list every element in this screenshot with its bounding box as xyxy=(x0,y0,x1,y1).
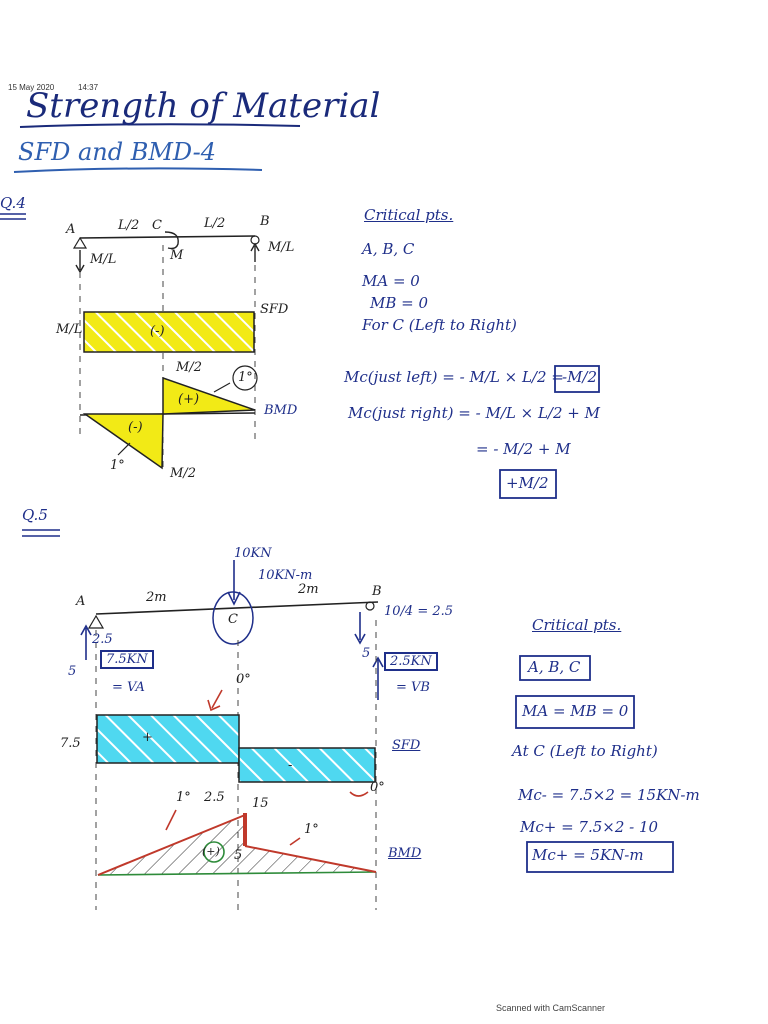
q5-sfd-degree-top: 0° xyxy=(236,672,251,687)
q4-span-left: L/2 xyxy=(118,218,140,233)
q5-notes-mc-plus-result: Mc+ = 5KN-m xyxy=(532,846,644,864)
q5-bmd xyxy=(97,809,377,876)
q4-notes-mc-left: Mc(just left) = - M/L × L/2 = xyxy=(344,368,564,386)
q5-span-right: 2m xyxy=(298,582,319,597)
q5-notes-points: A, B, C xyxy=(528,658,581,676)
q5-point-b: B xyxy=(372,584,382,599)
q5-label-underline xyxy=(22,529,60,537)
q4-notes-mb: MB = 0 xyxy=(370,294,429,312)
q4-notes-points: A, B, C xyxy=(362,240,415,258)
page-subtitle: SFD and BMD-4 xyxy=(18,138,216,166)
q4-point-c: C xyxy=(152,218,162,233)
scan-time: 14:37 xyxy=(78,83,99,92)
q4-point-b: B xyxy=(260,214,270,229)
q5-bmd-left-peak: 2.5 xyxy=(204,790,225,805)
scanner-footer: Scanned with CamScanner xyxy=(496,1003,606,1013)
q4-bmd-pos-sign: (+) xyxy=(178,392,200,407)
q5-bmd-degree-left: 1° xyxy=(176,790,191,805)
q4-bmd-bottom-value: M/2 xyxy=(170,466,196,481)
q4-reaction-a: M/L xyxy=(90,252,117,267)
q5-label: Q.5 xyxy=(22,506,48,524)
q4-moment-c: M xyxy=(170,248,184,263)
q5-beam xyxy=(80,560,384,700)
q4-notes-mc-right: Mc(just right) = - M/L × L/2 + M xyxy=(348,404,600,422)
q4-notes-heading: Critical pts. xyxy=(364,206,454,224)
q5-notes-mc-minus: Mc- = 7.5×2 = 15KN-m xyxy=(518,786,700,804)
q5-rb-name: = VB xyxy=(396,680,430,695)
q5-bmd-name: BMD xyxy=(388,846,422,861)
q5-rb-side: 5 xyxy=(362,646,371,661)
q4-notes-mc-right-result: +M/2 xyxy=(506,474,549,492)
q5-ra-total: 7.5KN xyxy=(100,650,154,669)
q5-ra-name: = VA xyxy=(112,680,145,695)
title-underline xyxy=(13,123,301,173)
q5-notes-mc-plus: Mc+ = 7.5×2 - 10 xyxy=(520,818,659,836)
q4-notes-mc-left-result: -M/2 xyxy=(562,368,598,386)
q4-notes-for-c: For C (Left to Right) xyxy=(362,316,517,334)
q5-sfd-neg-sign: - xyxy=(288,758,293,773)
q5-sfd-left-value: 7.5 xyxy=(60,736,81,751)
q5-bmd-after-drop: 5 xyxy=(234,848,243,863)
q4-bmd xyxy=(79,365,258,470)
q4-projection-lines xyxy=(79,245,256,470)
q5-projection-lines xyxy=(95,620,377,910)
q5-notes-heading: Critical pts. xyxy=(532,616,622,634)
q5-sfd-name: SFD xyxy=(392,738,421,753)
q4-label: Q.4 xyxy=(0,194,26,212)
q5-notes-at-c: At C (Left to Right) xyxy=(512,742,658,760)
q4-sfd-value: M/L xyxy=(56,322,83,337)
q4-notes-mc-right-step: = - M/2 + M xyxy=(476,440,571,458)
q4-bmd-degree-top: 1° xyxy=(238,370,253,385)
q5-point-a: A xyxy=(76,594,86,609)
q5-moment: 10KN-m xyxy=(258,568,313,583)
q4-bmd-name: BMD xyxy=(264,403,298,418)
q5-sfd xyxy=(96,689,376,797)
page-title: Strength of Material xyxy=(26,86,381,126)
q5-rb-total: 2.5KN xyxy=(384,652,438,671)
q5-bmd-sign: (+) xyxy=(202,845,220,858)
q5-notes-ma-mb: MA = MB = 0 xyxy=(522,702,629,720)
q4-bmd-neg-sign: (-) xyxy=(128,420,143,435)
q4-sfd xyxy=(83,311,255,353)
q5-bmd-degree-right: 1° xyxy=(304,822,319,837)
q4-bmd-degree-bottom: 1° xyxy=(110,458,125,473)
answer-boxes xyxy=(499,365,674,873)
q4-point-a: A xyxy=(66,222,76,237)
q4-notes-ma: MA = 0 xyxy=(362,272,420,290)
q5-point-load: 10KN xyxy=(234,546,272,561)
q5-span-left: 2m xyxy=(146,590,167,605)
q4-sfd-name: SFD xyxy=(260,302,289,317)
q5-sfd-pos-sign: + xyxy=(142,730,153,745)
q5-ra-side: 5 xyxy=(68,664,77,679)
q5-bmd-peak: 15 xyxy=(252,796,269,811)
q4-reaction-b: M/L xyxy=(268,240,295,255)
q4-bmd-top-value: M/2 xyxy=(176,360,202,375)
q5-sfd-degree-bottom: 0° xyxy=(370,780,385,795)
q5-rb-calc: 10/4 = 2.5 xyxy=(384,604,454,619)
q5-point-c: C xyxy=(228,612,238,627)
q4-span-right: L/2 xyxy=(204,216,226,231)
q5-ra-value: 2.5 xyxy=(92,632,113,647)
scan-date: 15 May 2020 xyxy=(8,83,55,92)
q4-label-underline xyxy=(0,213,26,220)
q4-sfd-sign: (-) xyxy=(150,324,165,339)
